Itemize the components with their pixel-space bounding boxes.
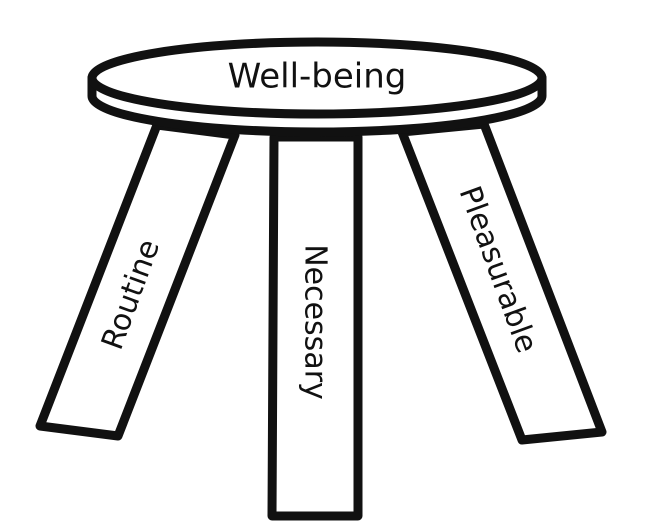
leg-middle-label: Necessary bbox=[298, 244, 333, 400]
leg-middle: Necessary bbox=[267, 132, 363, 521]
leg-left: Routine bbox=[35, 120, 240, 441]
leg-middle-shape bbox=[267, 132, 363, 521]
seat-top bbox=[87, 37, 547, 119]
seat-label: Well-being bbox=[228, 57, 407, 97]
leg-right: Pleasurable bbox=[397, 119, 607, 445]
